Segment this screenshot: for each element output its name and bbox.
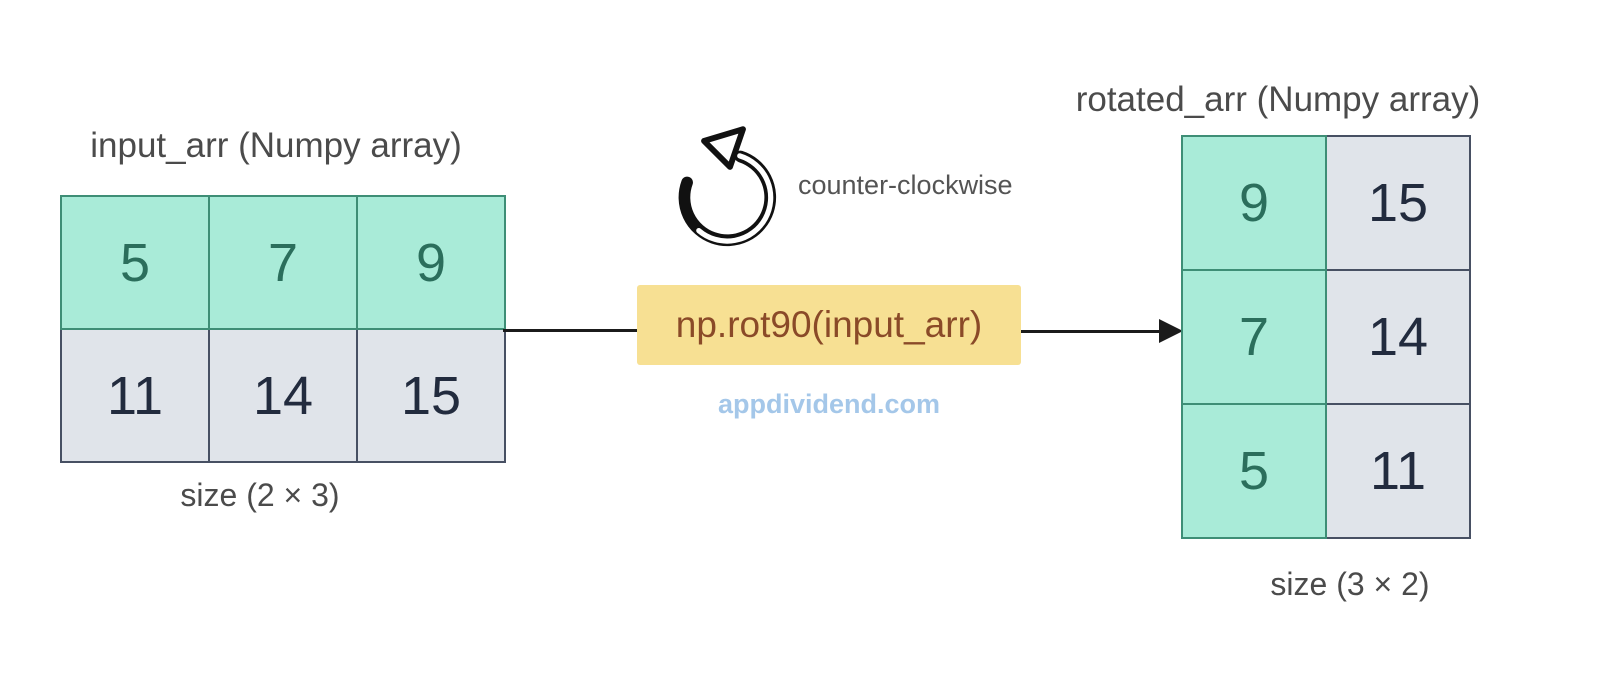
array-cell: 7 (1181, 269, 1327, 405)
array-cell: 5 (60, 195, 210, 330)
array-cell: 5 (1181, 403, 1327, 539)
array-cell: 9 (356, 195, 506, 330)
rotated-array-size-label: size (3 × 2) (1270, 566, 1430, 602)
watermark-text: appdividend.com (717, 389, 941, 419)
array-cell: 11 (60, 328, 210, 463)
connector-line-left (503, 329, 637, 332)
counter-clockwise-rotation-icon (665, 124, 795, 254)
array-cell: 14 (1325, 269, 1471, 405)
arrowhead-icon (1159, 319, 1183, 343)
connector-line-right (1021, 330, 1161, 333)
rotation-direction-label: counter-clockwise (798, 170, 1013, 200)
input-array-size-label: size (2 × 3) (180, 477, 340, 513)
array-cell: 14 (208, 328, 358, 463)
array-cell: 15 (1325, 135, 1471, 271)
input-array-title: input_arr (Numpy array) (90, 126, 462, 165)
array-cell: 7 (208, 195, 358, 330)
array-cell: 15 (356, 328, 506, 463)
rotated-array-title: rotated_arr (Numpy array) (1075, 80, 1481, 119)
array-cell: 11 (1325, 403, 1471, 539)
function-box: np.rot90(input_arr) (637, 285, 1021, 365)
array-cell: 9 (1181, 135, 1327, 271)
